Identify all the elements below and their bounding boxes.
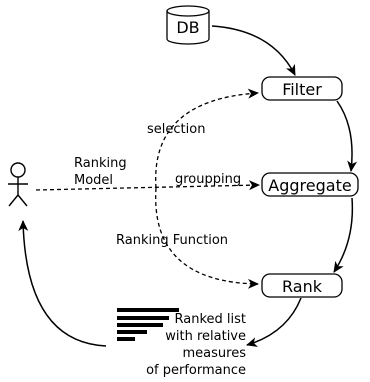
ranked-list-label-line2: with relative bbox=[165, 329, 246, 344]
ranked-list-bars-icon bbox=[117, 308, 179, 341]
ranked-list-label-line4: of performance bbox=[146, 363, 246, 378]
selection-label: selection bbox=[147, 122, 205, 137]
aggregate-node: Aggregate bbox=[261, 172, 359, 197]
rank-node: Rank bbox=[261, 273, 343, 298]
ranking-function-label: Ranking Function bbox=[116, 233, 228, 248]
ranking-model-label-line1: Ranking bbox=[74, 156, 127, 171]
selection-to-filter-dashed-arrow bbox=[155, 88, 259, 189]
user-to-aggregate-dashed-arrow bbox=[35, 180, 260, 191]
db-to-filter-arrow bbox=[211, 25, 296, 76]
rank-label: Rank bbox=[282, 277, 323, 296]
aggregate-label: Aggregate bbox=[268, 176, 351, 195]
database-cylinder-icon: DB bbox=[166, 5, 210, 45]
db-label: DB bbox=[176, 18, 199, 37]
filter-to-aggregate-arrow bbox=[336, 100, 358, 172]
aggregate-to-rank-arrow bbox=[333, 197, 354, 273]
ranked-list-label-line1: Ranked list bbox=[175, 312, 247, 327]
ranked-list-label-line3: measures bbox=[183, 346, 247, 361]
groupping-label: groupping bbox=[175, 172, 241, 187]
rank-to-list-arrow bbox=[246, 297, 302, 347]
ranking-model-label-line2: Model bbox=[74, 173, 113, 188]
filter-node: Filter bbox=[261, 76, 343, 101]
list-to-user-arrow bbox=[18, 220, 107, 347]
stick-figure-user-icon bbox=[8, 162, 28, 207]
filter-label: Filter bbox=[282, 80, 322, 99]
